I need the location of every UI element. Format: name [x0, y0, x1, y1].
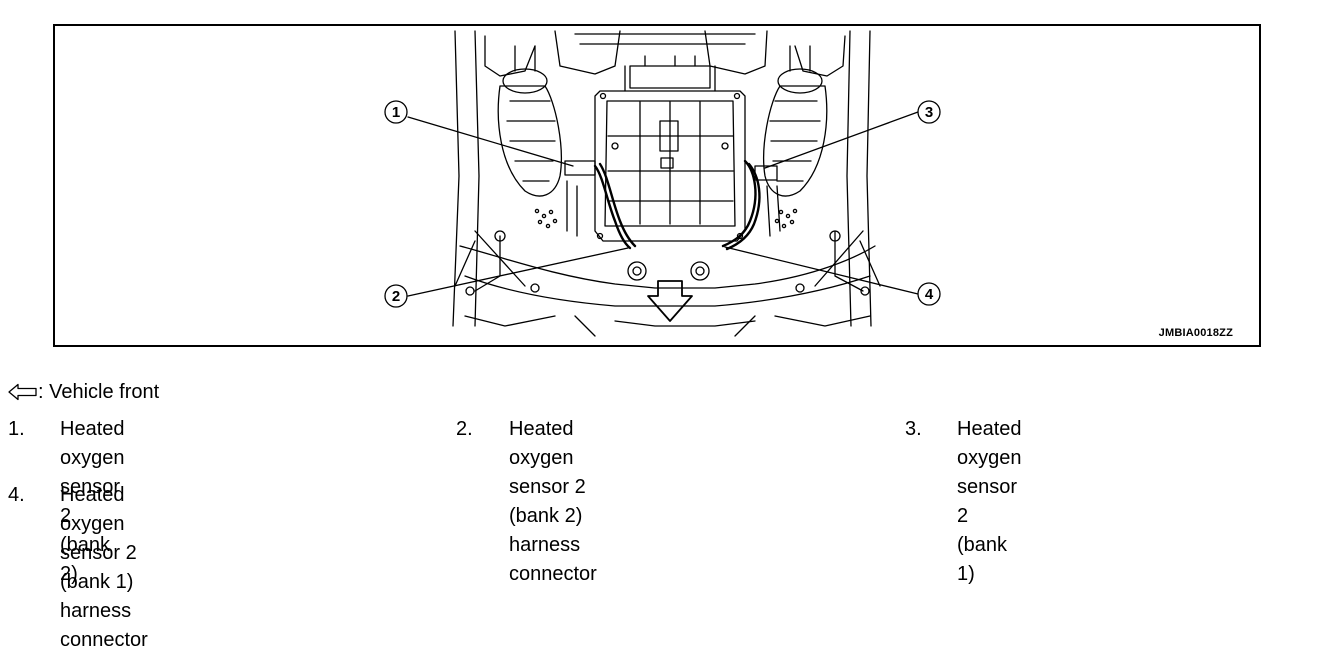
- vehicle-front-legend: : Vehicle front: [8, 379, 159, 405]
- legend-number: 2.: [456, 418, 473, 440]
- callout-4: 4: [917, 282, 941, 306]
- right-suspension: [763, 45, 828, 197]
- legend-text: Heated oxygen sensor 2 (bank 2) harness …: [509, 418, 597, 585]
- hollow-arrow-left-icon: [8, 383, 37, 401]
- legend-text: Heated oxygen sensor 2 (bank 2): [60, 418, 125, 585]
- callout-3: 3: [917, 100, 941, 124]
- legend-number: 4.: [8, 484, 25, 506]
- callout-4-label: 4: [925, 286, 934, 303]
- legend-item: 2. Heated oxygen sensor 2 (bank 2) harne…: [456, 415, 597, 585]
- callout-2-label: 2: [392, 288, 400, 305]
- legend-number: 3.: [905, 418, 922, 440]
- callout-1: 1: [384, 100, 408, 124]
- diagram-frame: 1 2 3 4 JMBIA0018ZZ: [53, 24, 1261, 347]
- legend-text: Heated oxygen sensor 2 (bank 1) harness …: [60, 484, 148, 651]
- left-sensor-harness: [564, 160, 637, 250]
- right-sensor-harness: [721, 159, 781, 251]
- callout-1-label: 1: [392, 104, 400, 121]
- leader-lines: [407, 111, 919, 297]
- figure-id-label: JMBIA0018ZZ: [1158, 327, 1233, 339]
- frame-structure: [452, 30, 872, 327]
- legend-item: 4. Heated oxygen sensor 2 (bank 1) harne…: [8, 481, 148, 651]
- legend-item: 1. Heated oxygen sensor 2 (bank 2): [8, 415, 125, 585]
- callout-2: 2: [384, 284, 408, 308]
- vehicle-front-text: : Vehicle front: [38, 380, 160, 403]
- oil-pan: [594, 55, 746, 242]
- underbody-illustration: 1 2 3 4: [384, 30, 941, 337]
- vehicle-front-arrow: [647, 280, 693, 322]
- legend-item: 3. Heated oxygen sensor 2 (bank 1): [905, 415, 1022, 585]
- legend-number: 1.: [8, 418, 25, 440]
- callout-3-label: 3: [925, 104, 933, 121]
- legend-text: Heated oxygen sensor 2 (bank 1): [957, 418, 1022, 585]
- left-suspension: [497, 45, 562, 197]
